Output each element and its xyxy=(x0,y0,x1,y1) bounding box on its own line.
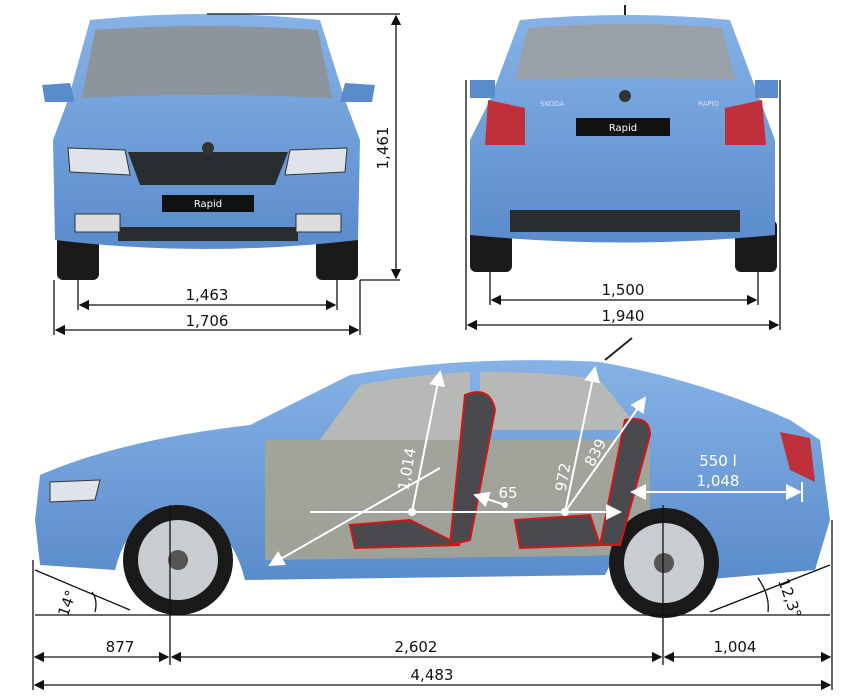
rear-track-label: 1,500 xyxy=(602,281,645,299)
brand-logo xyxy=(202,142,214,154)
front-overhang-label: 877 xyxy=(106,638,135,656)
approach-angle-label: 14° xyxy=(54,588,80,619)
front-plate-text: Rapid xyxy=(194,199,222,210)
legroom-label: 65 xyxy=(498,484,517,502)
boot-length-label: 1,048 xyxy=(697,472,740,490)
rear-headroom-label: 972 xyxy=(552,461,575,492)
departure-angle-label: 12,3° xyxy=(774,576,805,621)
front-license-plate xyxy=(162,195,254,212)
front-seat-back xyxy=(448,391,497,547)
side-view xyxy=(35,337,830,618)
front-seat-cushion xyxy=(348,518,461,550)
front-width-label: 1,706 xyxy=(186,312,229,330)
front-track-label: 1,463 xyxy=(186,286,229,304)
boot-volume-label: 550 l xyxy=(699,452,737,470)
front-height-label: 1,461 xyxy=(374,127,392,170)
model-badge: RAPID xyxy=(698,100,719,108)
rear-view: SKODA RAPID Rapid xyxy=(470,5,778,272)
length-label: 4,483 xyxy=(411,666,454,684)
right-mirror xyxy=(340,83,375,102)
rear-overhang-label: 1,004 xyxy=(714,638,757,656)
rear-license-plate xyxy=(576,118,670,136)
rear-seat-cushion xyxy=(513,513,602,550)
rear-plate-text: Rapid xyxy=(609,123,637,134)
brand-badge: SKODA xyxy=(540,100,564,108)
left-mirror xyxy=(42,83,75,102)
rear-width-label: 1,940 xyxy=(602,307,645,325)
front-view: Rapid xyxy=(42,14,375,280)
wheelbase-label: 2,602 xyxy=(395,638,438,656)
